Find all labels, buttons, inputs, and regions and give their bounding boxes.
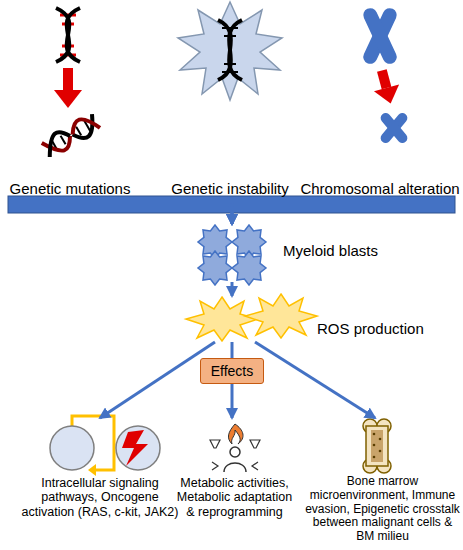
connector-arrow (255, 342, 375, 418)
red-arrow (54, 68, 82, 108)
diagram-node: Metabolic activities, Metabolic adaptati… (172, 418, 297, 550)
node-label: Intracellular signaling pathways, Oncoge… (15, 476, 185, 519)
diagram-node: ROS production (185, 296, 455, 342)
small-chromosome (379, 111, 410, 145)
node-label: ROS production (317, 320, 424, 337)
effects-box: Effects (200, 358, 264, 384)
metabolic-icon (210, 424, 260, 472)
connector-arrow (231, 342, 234, 358)
bone-icon (363, 419, 391, 473)
node-label: Genetic mutations (10, 180, 131, 197)
diagram-node: Bone marrow microenvironment, Immune eva… (305, 418, 460, 550)
connector-arrow (100, 342, 215, 418)
diagram-node: Genetic mutations (5, 165, 135, 197)
signaling-icon (50, 416, 160, 476)
chromosome (361, 6, 399, 66)
node-label: Chromosomal alteration (300, 180, 459, 197)
diagram-node: Myeloid blasts (195, 224, 405, 282)
ros-burst (186, 294, 317, 341)
connector-arrow (231, 384, 234, 418)
node-label: Effects (211, 363, 254, 379)
red-arrow (369, 67, 403, 107)
node-label: Myeloid blasts (283, 242, 378, 259)
diagram-node: Genetic instability (150, 165, 310, 197)
node-label: Bone marrow microenvironment, Immune eva… (305, 475, 460, 544)
blast-cells (198, 225, 266, 285)
broken-dna (41, 113, 101, 159)
diagram-node: Intracellular signaling pathways, Oncoge… (15, 418, 185, 550)
dna-helix (218, 20, 242, 80)
connector-arrow (232, 197, 380, 224)
node-label: Metabolic activities, Metabolic adaptati… (172, 476, 297, 519)
dna-helix (56, 8, 80, 62)
connector-arrow (231, 282, 234, 296)
instability-burst (178, 2, 282, 100)
diagram-node: Chromosomal alteration (300, 165, 460, 197)
connector-arrow (70, 197, 232, 224)
node-label: Genetic instability (171, 180, 289, 197)
